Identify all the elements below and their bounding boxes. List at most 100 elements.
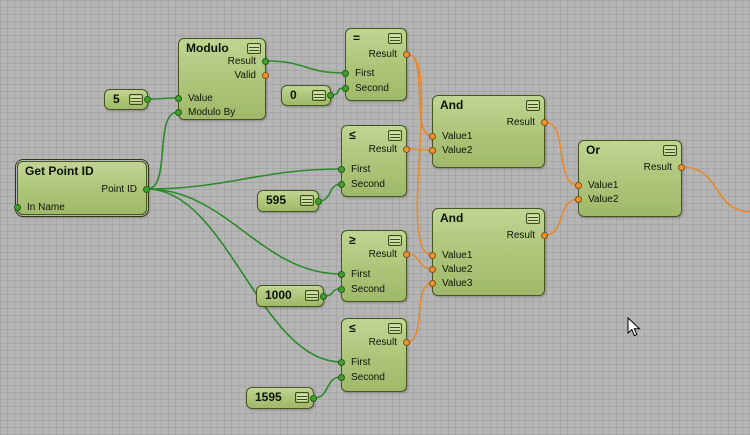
port-label: Value3	[442, 278, 473, 289]
port-label: Value1	[442, 250, 473, 261]
port-point-id-output[interactable]	[143, 186, 150, 193]
port-value1-input[interactable]	[429, 252, 436, 259]
wire-getpointid.out0-to-le1.in0[interactable]	[146, 168, 342, 190]
port-label: Value2	[442, 145, 473, 156]
node-titlebar: Get Point ID	[25, 164, 142, 179]
port-modulo-by-input[interactable]	[175, 109, 182, 116]
node-v0[interactable]: 0	[281, 85, 334, 106]
menu-icon[interactable]	[388, 235, 402, 246]
port-label: Result	[368, 249, 397, 260]
port-second-input[interactable]	[338, 374, 345, 381]
port-label: Point ID	[101, 184, 137, 195]
node-titlebar: =	[353, 31, 402, 46]
port-in-name-input[interactable]	[14, 204, 21, 211]
port-value2-input[interactable]	[429, 266, 436, 273]
port-result-output[interactable]	[403, 339, 410, 346]
wire-v1595.out0-to-le2.in1[interactable]	[313, 376, 342, 399]
menu-icon[interactable]	[305, 290, 319, 301]
port-first-input[interactable]	[342, 70, 349, 77]
wire-le2.out0-to-and2.in2[interactable]	[406, 282, 433, 343]
port-second-input[interactable]	[338, 181, 345, 188]
port-value1-input[interactable]	[575, 182, 582, 189]
port-value-input[interactable]	[175, 95, 182, 102]
wire-v5.out0-to-modulo.in0[interactable]	[147, 97, 179, 100]
port-value1-input[interactable]	[429, 133, 436, 140]
port-label: Second	[351, 372, 385, 383]
wire-and1.out0-to-or1.in0[interactable]	[544, 121, 579, 186]
port-result-output[interactable]	[541, 232, 548, 239]
wire-ge1.out0-to-and2.in1[interactable]	[406, 253, 433, 270]
menu-icon[interactable]	[388, 130, 402, 141]
node-title: 0	[290, 87, 297, 102]
port-out-output[interactable]	[327, 92, 334, 99]
wire-eq.out0-to-and2.in0[interactable]	[406, 53, 433, 256]
port-first-input[interactable]	[338, 271, 345, 278]
node-title: 1595	[255, 390, 282, 404]
port-result-output[interactable]	[403, 51, 410, 58]
node-title: Or	[586, 143, 601, 157]
port-label: Result	[643, 162, 672, 173]
menu-icon[interactable]	[663, 145, 677, 156]
node-titlebar: 1000	[265, 288, 319, 303]
wire-getpointid.out0-to-modulo.in1[interactable]	[146, 111, 179, 190]
menu-icon[interactable]	[295, 392, 309, 403]
node-v5[interactable]: 5	[104, 89, 151, 110]
menu-icon[interactable]	[312, 89, 326, 101]
wire-getpointid.out0-to-ge1.in0[interactable]	[146, 188, 342, 275]
port-valid-output[interactable]	[262, 72, 269, 79]
port-value3-input[interactable]	[429, 280, 436, 287]
wire-or1.out0-to-offscreen[interactable]	[681, 166, 750, 213]
node-v1595[interactable]: 1595	[246, 387, 317, 409]
node-titlebar: Or	[586, 143, 677, 158]
node-title: ≤	[349, 321, 356, 335]
port-out-output[interactable]	[320, 293, 327, 300]
port-out-output[interactable]	[144, 96, 151, 103]
wire-modulo.out0-to-eq.in0[interactable]	[265, 60, 346, 74]
node-v1000[interactable]: 1000	[256, 285, 327, 307]
port-first-input[interactable]	[338, 166, 345, 173]
wire-getpointid.out0-to-le2.in0[interactable]	[146, 188, 342, 363]
port-result-output[interactable]	[541, 119, 548, 126]
port-result-output[interactable]	[262, 58, 269, 65]
port-result-output[interactable]	[678, 164, 685, 171]
port-second-input[interactable]	[338, 286, 345, 293]
port-label: Result	[506, 230, 535, 241]
node-titlebar: Modulo	[186, 41, 261, 56]
port-result-output[interactable]	[403, 251, 410, 258]
node-titlebar: 0	[290, 88, 326, 103]
menu-icon[interactable]	[300, 195, 314, 206]
port-label: First	[355, 68, 375, 79]
node-titlebar: ≤	[349, 128, 402, 143]
menu-icon[interactable]	[388, 33, 402, 44]
menu-icon[interactable]	[129, 93, 143, 105]
node-titlebar: 5	[113, 92, 143, 107]
wire-and2.out0-to-or1.in1[interactable]	[544, 198, 579, 236]
port-result-output[interactable]	[403, 146, 410, 153]
node-v595[interactable]: 595	[257, 190, 322, 212]
menu-icon[interactable]	[247, 43, 261, 54]
port-label: Second	[351, 284, 385, 295]
menu-icon[interactable]	[388, 323, 402, 334]
port-out-output[interactable]	[310, 395, 317, 402]
node-title: Get Point ID	[25, 164, 94, 178]
port-out-output[interactable]	[315, 198, 322, 205]
node-title: Modulo	[186, 41, 229, 55]
port-first-input[interactable]	[338, 359, 345, 366]
port-value2-input[interactable]	[429, 147, 436, 154]
port-second-input[interactable]	[342, 85, 349, 92]
port-value2-input[interactable]	[575, 196, 582, 203]
port-label: Value1	[442, 131, 473, 142]
menu-icon[interactable]	[526, 100, 540, 111]
menu-icon[interactable]	[526, 213, 540, 224]
